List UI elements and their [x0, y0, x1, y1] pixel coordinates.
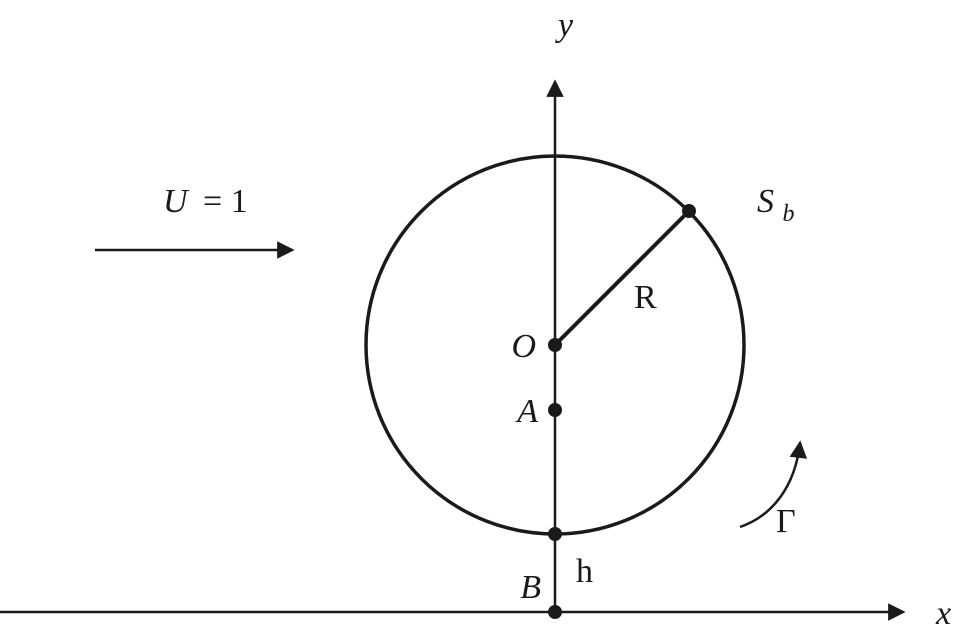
center-o-dot: [548, 338, 562, 352]
radius-label: R: [634, 279, 657, 316]
y-axis-label: y: [555, 7, 574, 44]
freestream-variable: U: [163, 183, 190, 220]
body-point-label: S b: [757, 183, 795, 227]
point-b-dot: [548, 605, 562, 619]
gap-h-label: h: [576, 553, 593, 590]
circle-bottom-dot: [548, 527, 562, 541]
body-point-subscript: b: [783, 201, 795, 227]
point-b-label: B: [520, 569, 541, 606]
point-a-dot: [548, 403, 562, 417]
center-o-label: O: [511, 328, 536, 365]
freestream-label: U = 1: [163, 183, 248, 220]
radius-line: [553, 209, 691, 347]
circulation-arrow: [739, 440, 808, 529]
x-axis-label: x: [935, 595, 951, 632]
body-point-main: S: [757, 183, 774, 220]
freestream-value: = 1: [203, 183, 248, 220]
circulation-label: Γ: [776, 503, 796, 540]
point-sb-dot: [682, 204, 696, 218]
point-a-label: A: [515, 393, 538, 430]
